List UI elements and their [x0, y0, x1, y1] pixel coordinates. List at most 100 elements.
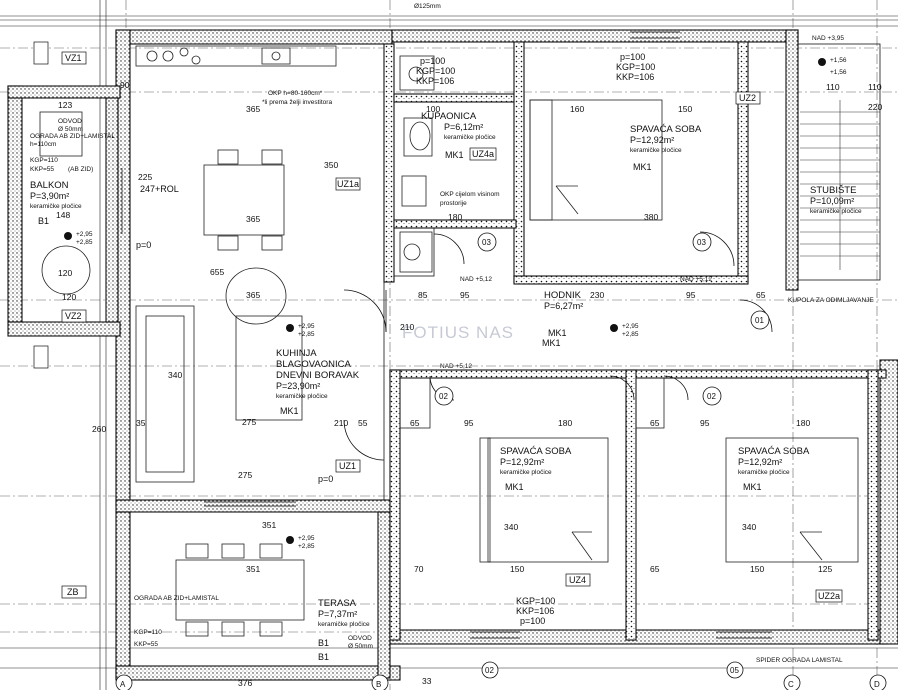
dim-bed3-180: 180 — [796, 418, 810, 428]
living-level-top: +2,95 — [298, 323, 315, 330]
balcony-railing-height: h=110cm — [30, 141, 56, 148]
tag-kgp100-bed: KGP=100 — [616, 62, 655, 72]
tag-kgp100-bottom: KGP=100 — [516, 596, 555, 606]
bed3-tag: MK1 — [743, 482, 762, 492]
terrace-level-bottom: +2,85 — [298, 543, 315, 550]
dim-window-275: 275 — [238, 470, 252, 480]
terrace-drain-diameter: Ø 50mm — [348, 643, 373, 650]
dim-balcony-120: 120 — [58, 268, 72, 278]
bed1-area: P=12,92m² — [630, 135, 674, 145]
terrace-tag: B1 — [318, 638, 329, 648]
room-labels: KUHINJA BLAGOVAONICA DNEVNI BORAVAK P=23… — [30, 111, 862, 648]
balcony-drain: ODVOD — [58, 118, 82, 125]
dim-bed2-65: 65 — [410, 418, 420, 428]
balcony-kkp: KKP=55 — [30, 166, 54, 173]
dim-balcony-120b: 120 — [62, 292, 76, 302]
balcony-railing-note: OGRADA AB ZID+LAMISTAL — [30, 133, 115, 140]
living-name-3: DNEVNI BORAVAK — [276, 370, 360, 381]
bath-tag: MK1 — [445, 150, 464, 160]
pipe-diameter: Ø125mm — [414, 3, 441, 10]
dim-bed3-125: 125 — [818, 564, 832, 574]
axis-05-bottom: 05 — [730, 666, 739, 675]
axis-02-bottom: 02 — [485, 666, 494, 675]
okp-glass-note-2: prostorije — [440, 200, 467, 207]
tag-p0-living: p=0 — [136, 240, 151, 250]
axis-02-a: 02 — [439, 392, 448, 401]
stair-treads — [800, 100, 880, 270]
dim-bed3-65: 65 — [650, 418, 660, 428]
hall-area: P=6,27m² — [544, 301, 583, 311]
axis-labels: A B C D 03 03 02 02 01 02 05 — [120, 238, 880, 689]
terrace-drain: ODVOD — [348, 635, 372, 642]
terrace-name: TERASA — [318, 598, 357, 609]
balcony-level-bottom: +2,85 — [76, 239, 93, 246]
terrace-kkp: KKP=55 — [134, 641, 158, 648]
bed1-name: SPAVAĆA SOBA — [630, 124, 702, 135]
terrace-finish: keramičke pločice — [318, 621, 370, 628]
hall-level-top: +2,95 — [622, 323, 639, 330]
tag-kgp100: KGP=100 — [416, 66, 455, 76]
tag-uz1: UZ1 — [339, 461, 356, 471]
terrace-kgp: KGP=110 — [134, 629, 162, 636]
balcony-ab-wall: (AB ZID) — [68, 166, 93, 173]
dim-hall-210: 210 — [400, 322, 414, 332]
axis-a: A — [120, 680, 126, 689]
tag-zb-terrace: ZB — [67, 587, 79, 597]
living-area: P=23,90m² — [276, 381, 320, 391]
tag-vz2-balcony: VZ2 — [65, 311, 82, 321]
bed1-finish: keramičke pločice — [630, 147, 682, 154]
dim-hall-95b: 95 — [686, 290, 696, 300]
windows — [117, 31, 772, 639]
dim-stair-110b: 110 — [826, 82, 840, 92]
bed2-name: SPAVAĆA SOBA — [500, 446, 572, 457]
tag-kkp106-bed: KKP=106 — [616, 72, 654, 82]
tag-mk1-hall: MK1 — [542, 338, 561, 348]
living-name-1: KUHINJA — [276, 348, 317, 359]
tag-vz1-top: VZ1 — [65, 53, 82, 63]
axis-01: 01 — [755, 316, 764, 325]
tag-kkp106: KKP=106 — [416, 76, 454, 86]
axis-b: B — [376, 680, 381, 689]
dim-balcony-123: 123 — [58, 100, 72, 110]
dim-sofa-340: 340 — [168, 370, 182, 380]
dim-bath-100: 100 — [426, 104, 440, 114]
balcony-level-top: +2,95 — [76, 231, 93, 238]
bed3-name: SPAVAĆA SOBA — [738, 446, 810, 457]
element-tags — [33, 41, 843, 603]
dim-living-275: 275 — [242, 417, 256, 427]
dim-bottom-376: 376 — [238, 678, 252, 688]
bed2-area: P=12,92m² — [500, 457, 544, 467]
dim-90: 90 — [120, 80, 130, 90]
notes: OKP h=80-160cm* *li prema želji investit… — [30, 3, 874, 664]
dim-bed2-180: 180 — [558, 418, 572, 428]
stair-level-2: +1,56 — [830, 69, 847, 76]
tag-p0-living-bottom: p=0 — [318, 474, 333, 484]
element-tag-labels: VZ1 VZ2 UZ1a UZ1 UZ4a UZ2 UZ4 UZ2a ZB p=… — [65, 52, 840, 662]
hall-level-note-2: NAD +5,12 — [680, 276, 712, 283]
hall-level-bottom: +2,85 — [622, 331, 639, 338]
balcony-drain-diameter: Ø 50mm — [58, 126, 83, 133]
tag-b1-terrace: B1 — [318, 652, 329, 662]
bath-finish: keramičke pločice — [444, 134, 496, 141]
dim-bed1-160: 160 — [570, 104, 584, 114]
hall-level-note-1: NAD +5,12 — [460, 276, 492, 283]
dim-hall-85: 85 — [418, 290, 428, 300]
axis-c: C — [788, 680, 794, 689]
dim-hall-95: 95 — [460, 290, 470, 300]
level-markers — [64, 58, 826, 544]
tag-uz4a: UZ4a — [472, 149, 494, 159]
terrace-railing-note: OGRADA AB ZID+LAMISTAL — [134, 595, 219, 602]
hall-level-note-3: NAD +5,12 — [440, 363, 472, 370]
bath-area: P=6,12m² — [444, 122, 483, 132]
axis-d: D — [874, 680, 880, 689]
dim-door-210: 210 — [334, 418, 348, 428]
dim-bed1-380: 380 — [644, 212, 658, 222]
dim-terrace-351: 351 — [246, 564, 260, 574]
dim-bed2-95: 95 — [464, 418, 474, 428]
hall-tag: MK1 — [548, 328, 567, 338]
dim-door-55: 55 — [358, 418, 368, 428]
